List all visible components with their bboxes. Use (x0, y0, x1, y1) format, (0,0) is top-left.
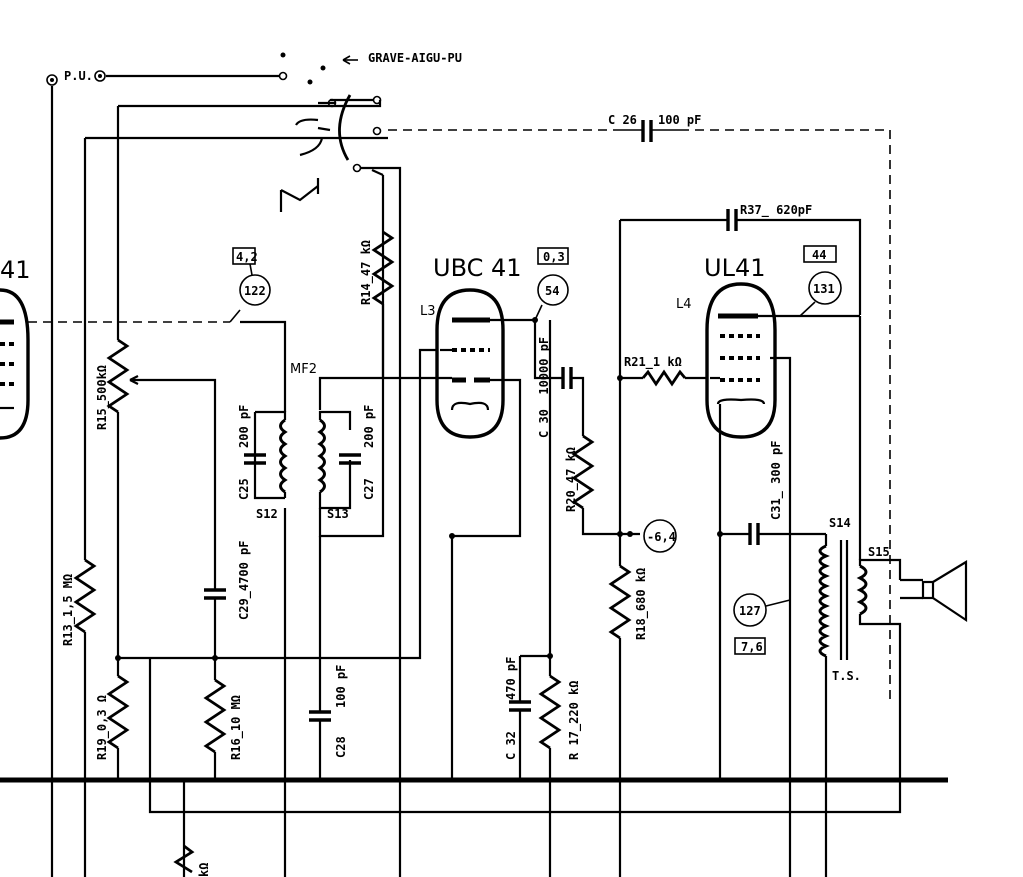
ul41-ref: L4 (676, 297, 692, 312)
mf2-transformer: MF2 C25 200 pF C27 200 pF S12 S13 (237, 320, 420, 521)
capacitor-c28: C28 100 pF (309, 536, 348, 780)
c28-label: C28 (334, 736, 348, 758)
capacitor-c29: C29_4700 pF (204, 541, 252, 661)
cathode-point: -6,4 (647, 530, 676, 544)
resistor-r18: R18_680 kΩ (608, 378, 649, 877)
left-tube-partial: 41 (0, 256, 31, 440)
r13-label: R13_1,5 MΩ (61, 574, 76, 646)
voltage-127: 7,6 (741, 640, 763, 654)
r15-label: R15_500kΩ (95, 365, 110, 430)
grave-aigu-pu-switch: GRAVE-AIGU-PU (279, 51, 462, 212)
ul41-name: UL41 (704, 254, 765, 282)
r18-label: R18_680 kΩ (634, 568, 649, 640)
s14-label: S14 (829, 516, 851, 530)
pickup-label: P.U. (64, 69, 93, 83)
c25-label: C25 (237, 478, 251, 500)
s12-label: S12 (256, 507, 278, 521)
output-transformer: S14 S15 T.S. (818, 316, 902, 877)
potentiometer-r15: R15_500kΩ (95, 338, 217, 658)
ts-label: T.S. (832, 669, 861, 683)
capacitor-c30: C 30_ 10000 pF (532, 317, 585, 438)
mf2-point: 122 (244, 284, 266, 298)
capacitor-c31: C31_ 300 pF (717, 441, 826, 545)
ubc41-name: UBC 41 (433, 254, 522, 282)
capacitor-c26: C 26 100 pF (608, 113, 701, 142)
mf2-label: MF2 (290, 362, 317, 377)
cathode-voltage-marker: -6,4 (643, 519, 677, 553)
capacitor-r37: R37_ 620pF (618, 203, 862, 378)
resistor-r17: R 17_220 kΩ (538, 320, 582, 877)
c32-value: 470 pF (504, 657, 518, 700)
ubc41-ref: L3 (420, 304, 436, 319)
ground-return-line (148, 658, 902, 814)
switch-label: GRAVE-AIGU-PU (368, 51, 462, 65)
tube-ubc41: UBC 41 L3 0,3 54 (420, 247, 569, 439)
ul41-point: 131 (813, 282, 835, 296)
c26-value: 100 pF (658, 113, 701, 127)
c29-label: C29_4700 pF (237, 541, 252, 620)
r21-label: R21_1 kΩ (624, 355, 682, 370)
resistor-r13: R13_1,5 MΩ (61, 136, 388, 877)
c32-label: C 32 (504, 731, 518, 760)
c31-label: C31_ 300 pF (769, 441, 784, 520)
left-tube-label: 41 (0, 256, 31, 284)
ubc41-point: 54 (545, 284, 559, 298)
r20-label: R20_47 kΩ (564, 447, 579, 512)
r16-label: R16_10 MΩ (229, 695, 244, 760)
c27-label: C27 (362, 478, 376, 500)
resistor-r16: R16_10 MΩ (203, 658, 244, 780)
mf2-voltage-marker: 4,2 122 (232, 247, 271, 306)
r17-label: R 17_220 kΩ (567, 681, 582, 760)
c27-value: 200 pF (362, 405, 376, 448)
r19-label: R19_0,3 Ω (95, 695, 110, 760)
c25-value: 200 pF (237, 405, 251, 448)
loudspeaker-icon (900, 560, 968, 623)
anode-voltage-marker: 127 7,6 (733, 593, 791, 655)
ubc41-voltage: 0,3 (543, 250, 565, 264)
capacitor-c32: C 32 470 pF (504, 654, 550, 780)
pickup-terminal: P.U. (46, 69, 106, 86)
point-127: 127 (739, 604, 761, 618)
c26-label: C 26 (608, 113, 637, 127)
ul41-voltage: 44 (812, 248, 826, 262)
resistor-r14: R14_47 kΩ (359, 230, 395, 378)
s13-label: S13 (327, 507, 349, 521)
mf2-voltage: 4,2 (236, 250, 258, 264)
resistor-r21: R21_1 kΩ (617, 355, 712, 387)
s15-label: S15 (868, 545, 890, 559)
c30-label: C 30_ 10000 pF (537, 337, 552, 438)
resistor-r19: R19_0,3 Ω (95, 655, 130, 780)
r14-label: R14_47 kΩ (359, 240, 374, 305)
partial-kohm-label: kΩ (197, 863, 211, 877)
resistor-r20: R20_47 kΩ (564, 434, 640, 536)
tube-ul41: UL41 L4 44 131 (676, 245, 842, 439)
r37-label: R37_ 620pF (740, 203, 812, 218)
c28-value: 100 pF (334, 665, 348, 708)
